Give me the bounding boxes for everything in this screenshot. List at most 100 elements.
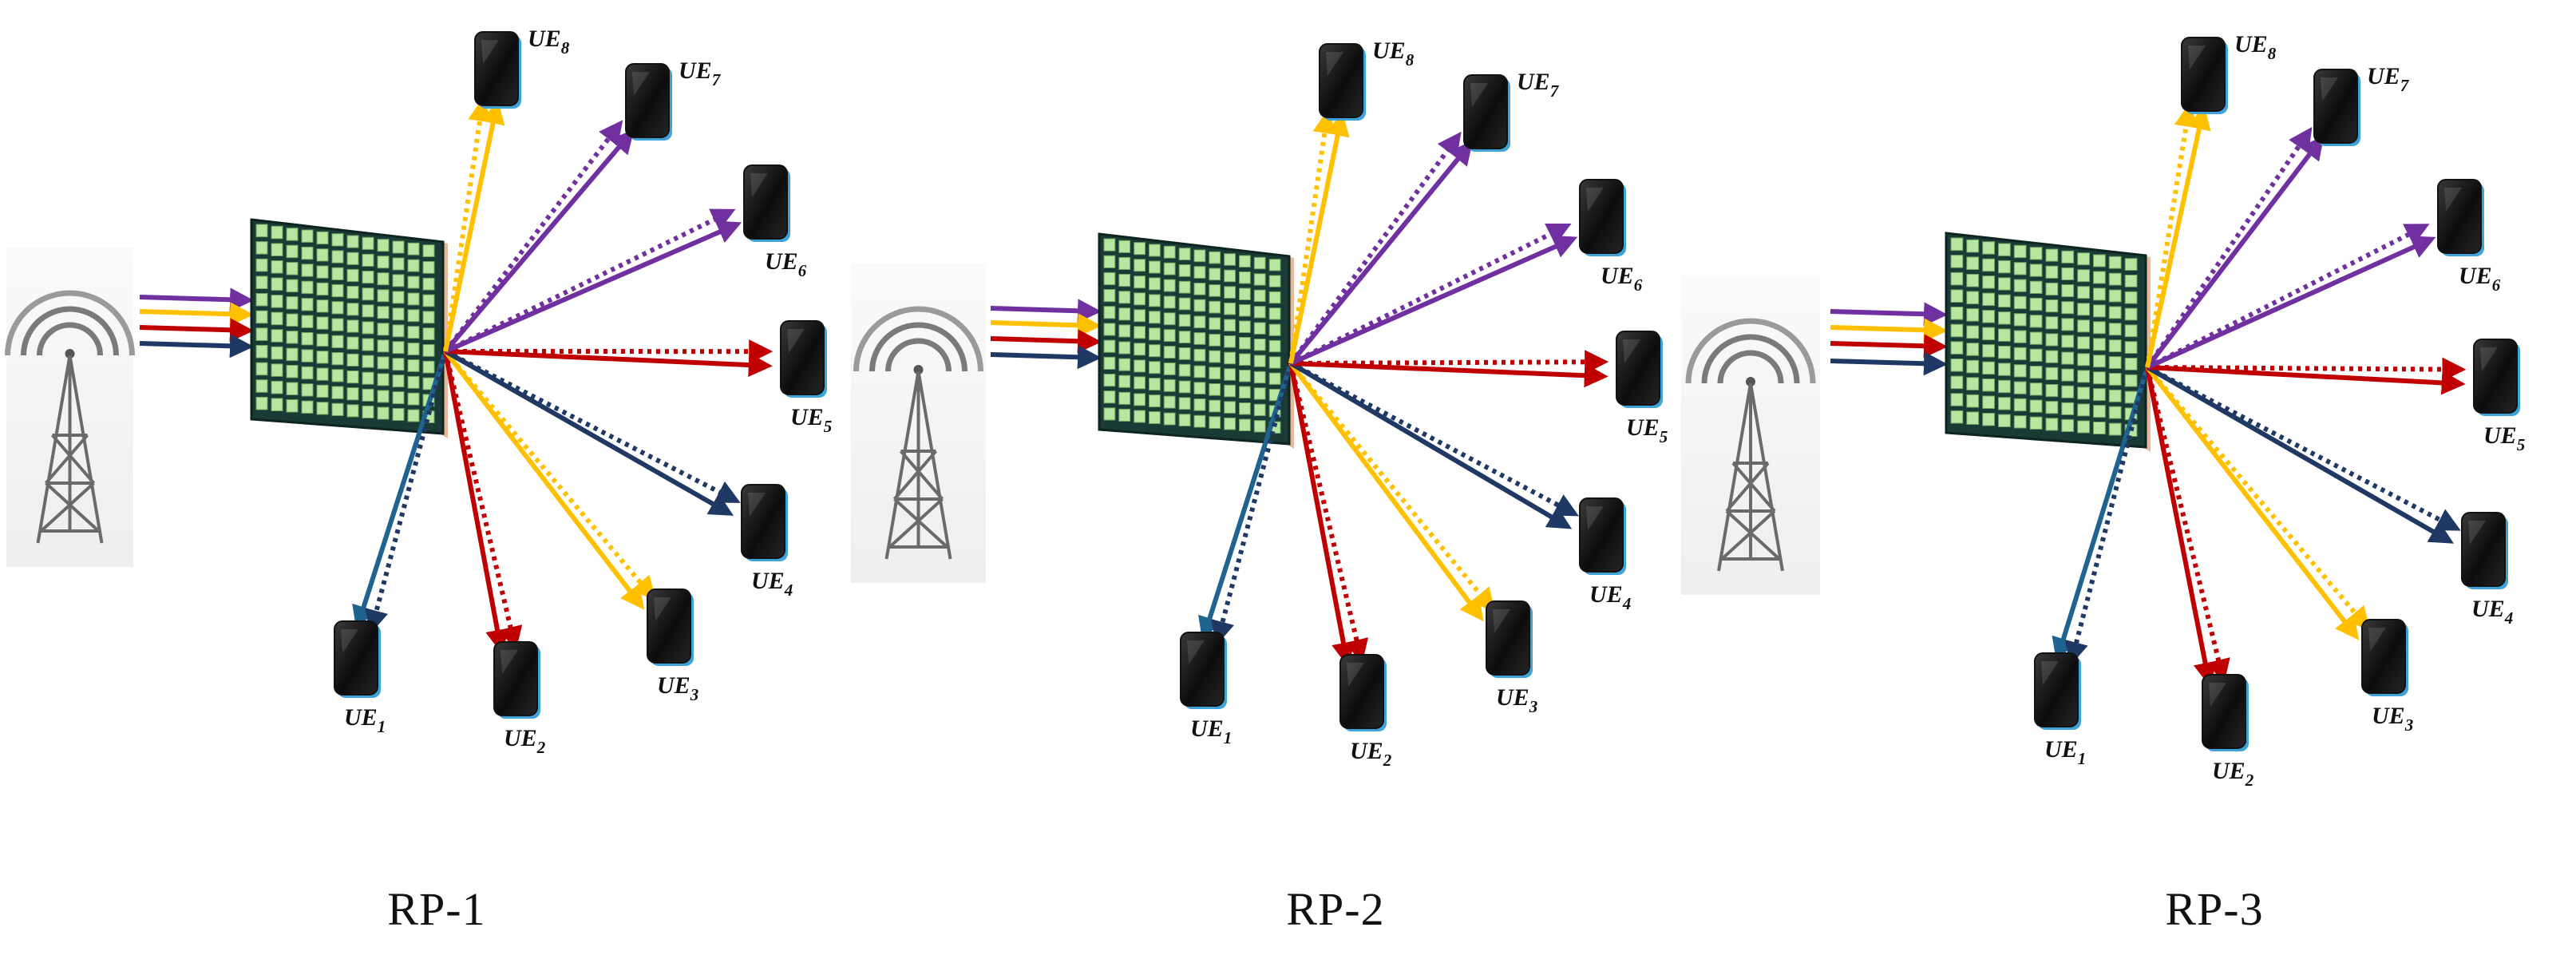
ue-label-3: UE3 (657, 672, 698, 704)
ue-label-subscript: 5 (824, 417, 833, 436)
user-equipment-icon (2182, 38, 2228, 114)
ue-label-name: UE (2212, 758, 2246, 784)
ue-label-8: UE8 (1372, 38, 1415, 69)
ue-label-subscript: 2 (536, 738, 546, 757)
ue-label-name: UE (1190, 715, 1224, 742)
incident-beam-yellow (140, 311, 249, 315)
reflected-beam-ue4 (1291, 363, 1568, 526)
incident-beam-purple (1830, 311, 1943, 315)
ue-label-2: UE2 (1350, 738, 1392, 770)
ue-label-name: UE (679, 57, 712, 84)
user-equipment-icon (1464, 75, 1510, 152)
panel-label-rp2: RP-2 (1216, 882, 1455, 936)
user-equipment-icon (2462, 513, 2508, 589)
reflected-beam-ue4 (445, 351, 730, 513)
ue-label-subscript: 6 (798, 261, 807, 280)
user-equipment-icon (626, 64, 672, 141)
ue-label-name: UE (504, 725, 537, 751)
ue-label-subscript: 2 (2245, 771, 2254, 790)
ue-label-subscript: 3 (2404, 715, 2414, 735)
base-station-tower-icon (1681, 275, 1820, 595)
incident-beam-yellow (991, 323, 1097, 326)
user-equipment-icon (2474, 339, 2520, 416)
reflected-beam-ue3 (2147, 367, 2356, 636)
ue-label-subscript: 8 (561, 38, 570, 57)
ue-label-subscript: 5 (2517, 435, 2526, 454)
user-equipment-icon (1340, 655, 1387, 731)
ue-label-subscript: 4 (2504, 608, 2514, 628)
user-equipment-icon (647, 589, 694, 666)
ue-label-name: UE (1372, 38, 1406, 64)
ue-label-name: UE (657, 672, 690, 699)
ue-label-name: UE (765, 248, 798, 275)
ue-label-4: UE4 (751, 568, 793, 600)
ue-label-subscript: 7 (2400, 76, 2410, 95)
reflected-beam-dotted-ue6 (2147, 226, 2425, 367)
ue-label-name: UE (1601, 263, 1634, 289)
user-equipment-icon (1181, 632, 1227, 709)
ue-label-name: UE (1517, 69, 1550, 95)
panel-label-rp3: RP-3 (2095, 882, 2334, 936)
ue-label-name: UE (2367, 63, 2400, 89)
ue-label-name: UE (2044, 736, 2078, 763)
ue-label-subscript: 2 (1383, 751, 1392, 770)
ue-label-subscript: 7 (1550, 81, 1560, 101)
ue-label-2: UE2 (2212, 758, 2254, 790)
user-equipment-icon (1580, 180, 1626, 256)
user-equipment-icon (742, 485, 788, 561)
incident-beam-navy (1830, 361, 1943, 364)
ue-label-subscript: 3 (690, 685, 699, 704)
user-equipment-icon (1486, 601, 1533, 678)
user-equipment-icon (1616, 331, 1663, 408)
user-equipment-icon (781, 321, 827, 398)
incident-beam-navy (140, 343, 249, 347)
ue-label-name: UE (1350, 738, 1383, 764)
ue-label-8: UE8 (528, 26, 570, 57)
incident-beam-purple (991, 308, 1097, 311)
reflected-beam-dotted-ue5 (1291, 362, 1604, 363)
ue-label-name: UE (1589, 581, 1623, 608)
ue-label-subscript: 4 (1622, 594, 1632, 613)
user-equipment-icon (475, 32, 521, 109)
panel-label-rp1: RP-1 (317, 882, 556, 936)
user-equipment-icon (2035, 653, 2081, 730)
ris-panel-icon (251, 220, 448, 438)
ue-label-5: UE5 (1626, 414, 1668, 446)
user-equipment-icon (334, 621, 381, 698)
base-station-tower-icon (6, 248, 133, 567)
ue-label-7: UE7 (1517, 69, 1560, 101)
user-equipment-icon (2362, 620, 2408, 696)
ue-label-7: UE7 (679, 57, 722, 89)
ue-label-3: UE3 (1496, 684, 1537, 716)
ue-label-7: UE7 (2367, 63, 2410, 95)
ue-label-6: UE6 (2459, 263, 2501, 295)
ue-label-name: UE (790, 404, 824, 430)
ue-label-6: UE6 (765, 248, 807, 280)
ue-label-name: UE (1496, 684, 1529, 711)
ue-label-1: UE1 (344, 704, 386, 736)
incident-beam-purple (140, 297, 249, 300)
incident-beam-red (140, 327, 249, 331)
reflected-beam-ue4 (2147, 367, 2450, 541)
ue-label-subscript: 8 (2268, 44, 2277, 63)
ue-label-1: UE1 (1190, 715, 1232, 747)
ue-label-subscript: 1 (378, 717, 386, 736)
ue-label-8: UE8 (2234, 31, 2277, 63)
incident-beam-yellow (1830, 327, 1943, 331)
ue-label-name: UE (2483, 422, 2517, 449)
ue-label-subscript: 6 (1634, 275, 1643, 295)
reflected-beam-dotted-ue6 (445, 212, 731, 352)
ue-label-name: UE (344, 704, 378, 731)
ris-panel-icon (1946, 233, 2151, 452)
user-equipment-icon (2202, 675, 2249, 751)
ue-label-2: UE2 (504, 725, 546, 757)
ue-label-5: UE5 (2483, 422, 2525, 454)
reflected-beam-ue2 (2147, 367, 2209, 682)
user-equipment-icon (744, 165, 790, 242)
ue-label-subscript: 1 (1224, 728, 1233, 747)
